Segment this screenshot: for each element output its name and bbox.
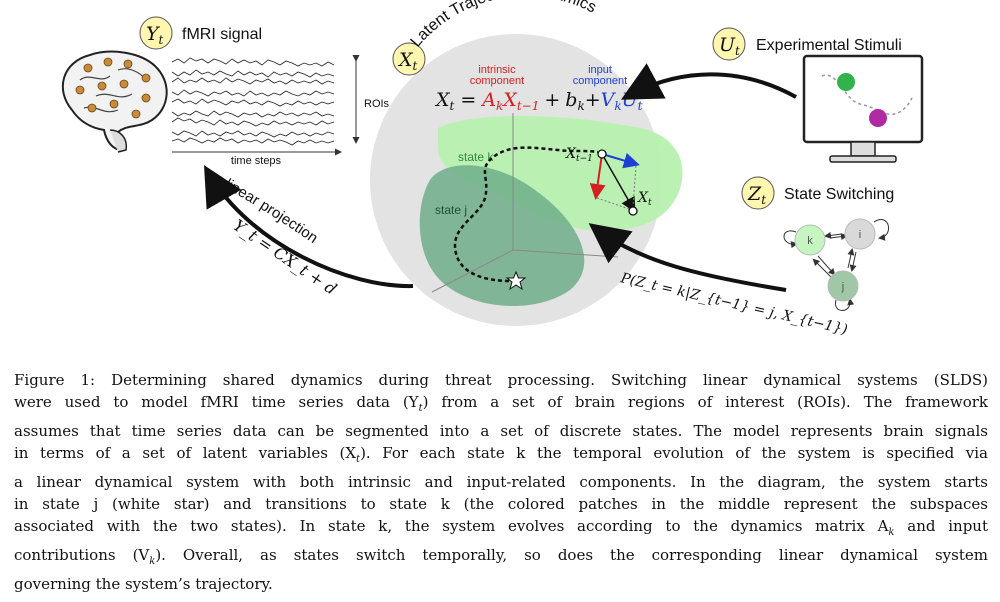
caption-line-8-b: ). Overall, as states switch temporally,… bbox=[155, 546, 988, 564]
svg-text:component: component bbox=[470, 75, 524, 87]
eq-equals: = bbox=[460, 89, 476, 111]
node-j bbox=[827, 270, 859, 302]
caption-line-7-a: associated with the two states). In stat… bbox=[14, 517, 889, 535]
x-curr: X bbox=[637, 190, 649, 206]
eq-plus1: + bbox=[544, 89, 560, 111]
caption-line-4-sub: t bbox=[356, 454, 361, 465]
eq-V-sub: k bbox=[614, 99, 621, 113]
caption-line-8-sub: k bbox=[149, 556, 156, 567]
state-k-label: state k bbox=[458, 150, 494, 164]
caption-line-2-b: ) from a set of brain regions of interes… bbox=[422, 393, 988, 411]
eq-V: V bbox=[601, 89, 617, 111]
node-i bbox=[844, 218, 876, 250]
z-badge-letter: Z bbox=[747, 183, 762, 205]
x-badge-letter: X bbox=[397, 49, 414, 71]
y-badge bbox=[139, 16, 173, 50]
caption-line-4-a: in terms of a set of latent variables (X bbox=[14, 444, 357, 462]
u-badge-sub: t bbox=[735, 44, 740, 58]
brain-icon bbox=[61, 50, 168, 153]
caption-line-8: contributions (Vk). Overall, as states s… bbox=[14, 544, 988, 573]
figure-diagram: Xt Latent Trajectory Dynamics intrinsic … bbox=[61, 0, 924, 338]
state-j-label: state j bbox=[435, 203, 467, 217]
node-k bbox=[794, 224, 826, 256]
rois-axis: ROIs bbox=[352, 55, 390, 144]
x-badge-sub: t bbox=[413, 59, 418, 73]
projection-arrow bbox=[204, 165, 414, 289]
caption-line-2: were used to model fMRI time series data… bbox=[14, 391, 988, 420]
node-j-label: j bbox=[841, 281, 844, 293]
caption-line-2-a: were used to model fMRI time series data… bbox=[14, 393, 419, 411]
svg-text:Xt: Xt bbox=[637, 190, 652, 208]
eq-X-sub: t−1 bbox=[517, 99, 540, 113]
z-badge bbox=[741, 176, 775, 210]
time-steps-label: time steps bbox=[231, 155, 282, 167]
state-j-patch bbox=[419, 165, 585, 307]
svg-text:intrinsic: intrinsic bbox=[478, 64, 516, 76]
svg-text:Xt=AkXt−1+bk+VkUt: Xt=AkXt−1+bk+VkUt bbox=[434, 89, 643, 113]
stimuli-arrow bbox=[620, 63, 797, 100]
state-graph: k i j bbox=[783, 218, 889, 311]
caption-line-5: a linear dynamical system with both intr… bbox=[14, 473, 988, 491]
dynamics-vectors bbox=[589, 149, 640, 216]
monitor-icon bbox=[802, 54, 924, 163]
caption-line-1: Figure 1: Determining shared dynamics du… bbox=[14, 371, 988, 389]
eq-lhs-sub: t bbox=[450, 99, 455, 113]
eq-A-sub: k bbox=[496, 99, 503, 113]
svg-text:component: component bbox=[573, 75, 627, 87]
caption-line-7-b: and input bbox=[894, 517, 988, 535]
eq-lhs: X bbox=[434, 89, 451, 111]
start-star bbox=[505, 270, 527, 291]
svg-text:Xt−1: Xt−1 bbox=[565, 146, 593, 164]
eq-b-sub: k bbox=[577, 99, 584, 113]
caption-line-4: in terms of a set of latent variables (X… bbox=[14, 442, 988, 471]
caption-line-8-a: contributions (V bbox=[14, 546, 150, 564]
caption-line-2-sub: t bbox=[418, 403, 423, 414]
svg-text:Ut: Ut bbox=[719, 34, 740, 58]
node-i-label: i bbox=[859, 229, 861, 241]
panel-z-header: Zt State Switching bbox=[741, 176, 894, 210]
time-axis: time steps bbox=[172, 148, 342, 167]
state-k-patch bbox=[438, 116, 683, 232]
y-badge-letter: Y bbox=[146, 23, 161, 45]
panel-u-header: Ut Experimental Stimuli bbox=[712, 27, 902, 61]
rois-label: ROIs bbox=[364, 98, 390, 110]
node-k-label: k bbox=[807, 235, 813, 247]
x-prev-sub: t−1 bbox=[576, 154, 593, 164]
intrinsic-label-2: component bbox=[470, 75, 524, 87]
z-badge-sub: t bbox=[761, 193, 766, 207]
input-label-2: component bbox=[573, 75, 627, 87]
y-badge-sub: t bbox=[159, 33, 164, 47]
eq-X: X bbox=[501, 89, 518, 111]
svg-text:Zt: Zt bbox=[747, 183, 766, 207]
y-title: fMRI signal bbox=[182, 26, 262, 43]
x-curr-sub: t bbox=[648, 198, 652, 208]
caption-line-7-sub: k bbox=[888, 527, 895, 538]
eq-b: b bbox=[565, 89, 577, 111]
caption-line-7: associated with the two states). In stat… bbox=[14, 515, 988, 544]
figure-caption: Figure 1: Determining shared dynamics du… bbox=[14, 369, 988, 595]
caption-line-3: assumes that time series data can be seg… bbox=[14, 422, 988, 440]
u-badge-letter: U bbox=[719, 34, 736, 56]
panel-y-header: Yt fMRI signal bbox=[139, 16, 262, 50]
switching-arrow bbox=[588, 223, 787, 292]
u-title: Experimental Stimuli bbox=[756, 37, 902, 54]
eq-plus2: + bbox=[585, 89, 601, 111]
u-badge bbox=[712, 27, 746, 61]
fmri-traces bbox=[171, 57, 335, 146]
svg-text:Yt: Yt bbox=[146, 23, 164, 47]
dynamics-equation: intrinsic component input component Xt =A… bbox=[434, 64, 643, 113]
latent-trajectory bbox=[453, 146, 599, 283]
x-prev: X bbox=[565, 146, 577, 162]
caption-line-6: in state j (white star) and transitions … bbox=[14, 495, 988, 513]
svg-text:input: input bbox=[588, 64, 612, 76]
input-label-1: input bbox=[588, 64, 612, 76]
x-badge bbox=[392, 42, 426, 76]
svg-text:Xt: Xt bbox=[397, 49, 418, 73]
caption-line-4-b: ). For each state k the temporal evoluti… bbox=[360, 444, 988, 462]
eq-A: A bbox=[480, 89, 496, 111]
z-title: State Switching bbox=[784, 186, 894, 203]
intrinsic-label-1: intrinsic bbox=[478, 64, 516, 76]
caption-line-9: governing the system’s trajectory. bbox=[14, 575, 273, 593]
eq-U-sub: t bbox=[638, 99, 643, 113]
